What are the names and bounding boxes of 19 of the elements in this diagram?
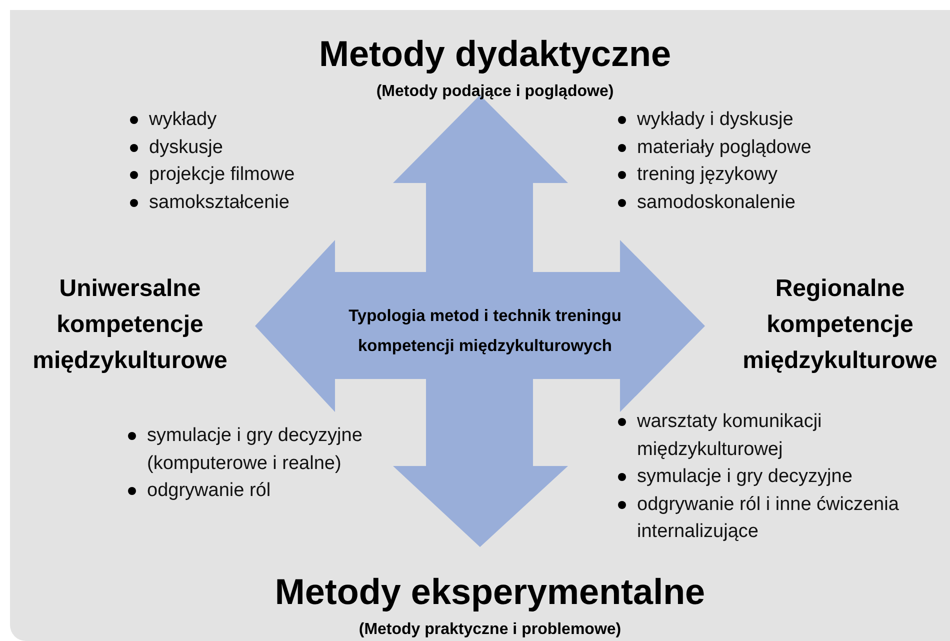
center-label: Typologia metod i technik treningu kompetencji międzykulturowych	[348, 306, 622, 357]
heading: Metody dydaktyczne	[318, 32, 672, 76]
heading: Uniwersalne kompetencje międzykulturowe	[32, 274, 228, 376]
list-item: samokształcenie	[128, 188, 388, 216]
list-item: symulacje i gry decyzyjne	[616, 463, 901, 490]
heading: Regionalne kompetencje międzykulturowe	[742, 274, 938, 376]
list-item: odgrywanie ról	[126, 477, 376, 504]
list-item: trening językowy	[616, 161, 916, 188]
list-item: samodoskonalenie	[616, 188, 916, 216]
list-item: odgrywanie ról i inne ćwiczenia internalizujące	[616, 490, 901, 546]
list-item: symulacje i gry decyzyjne (komputerowe i realne)	[126, 422, 376, 477]
list-item: projekcje filmowe	[128, 161, 388, 188]
list-item: materiały poglądowe	[616, 134, 916, 161]
subheading: (Metody praktyczne i problemowe)	[358, 620, 622, 640]
heading: Metody eksperymentalne	[274, 570, 706, 614]
subheading: (Metody podające i poglądowe)	[376, 82, 614, 102]
list-item: wykłady i dyskusje	[616, 106, 916, 134]
list-item: dyskusje	[128, 134, 388, 161]
list-item: wykłady	[128, 106, 388, 134]
